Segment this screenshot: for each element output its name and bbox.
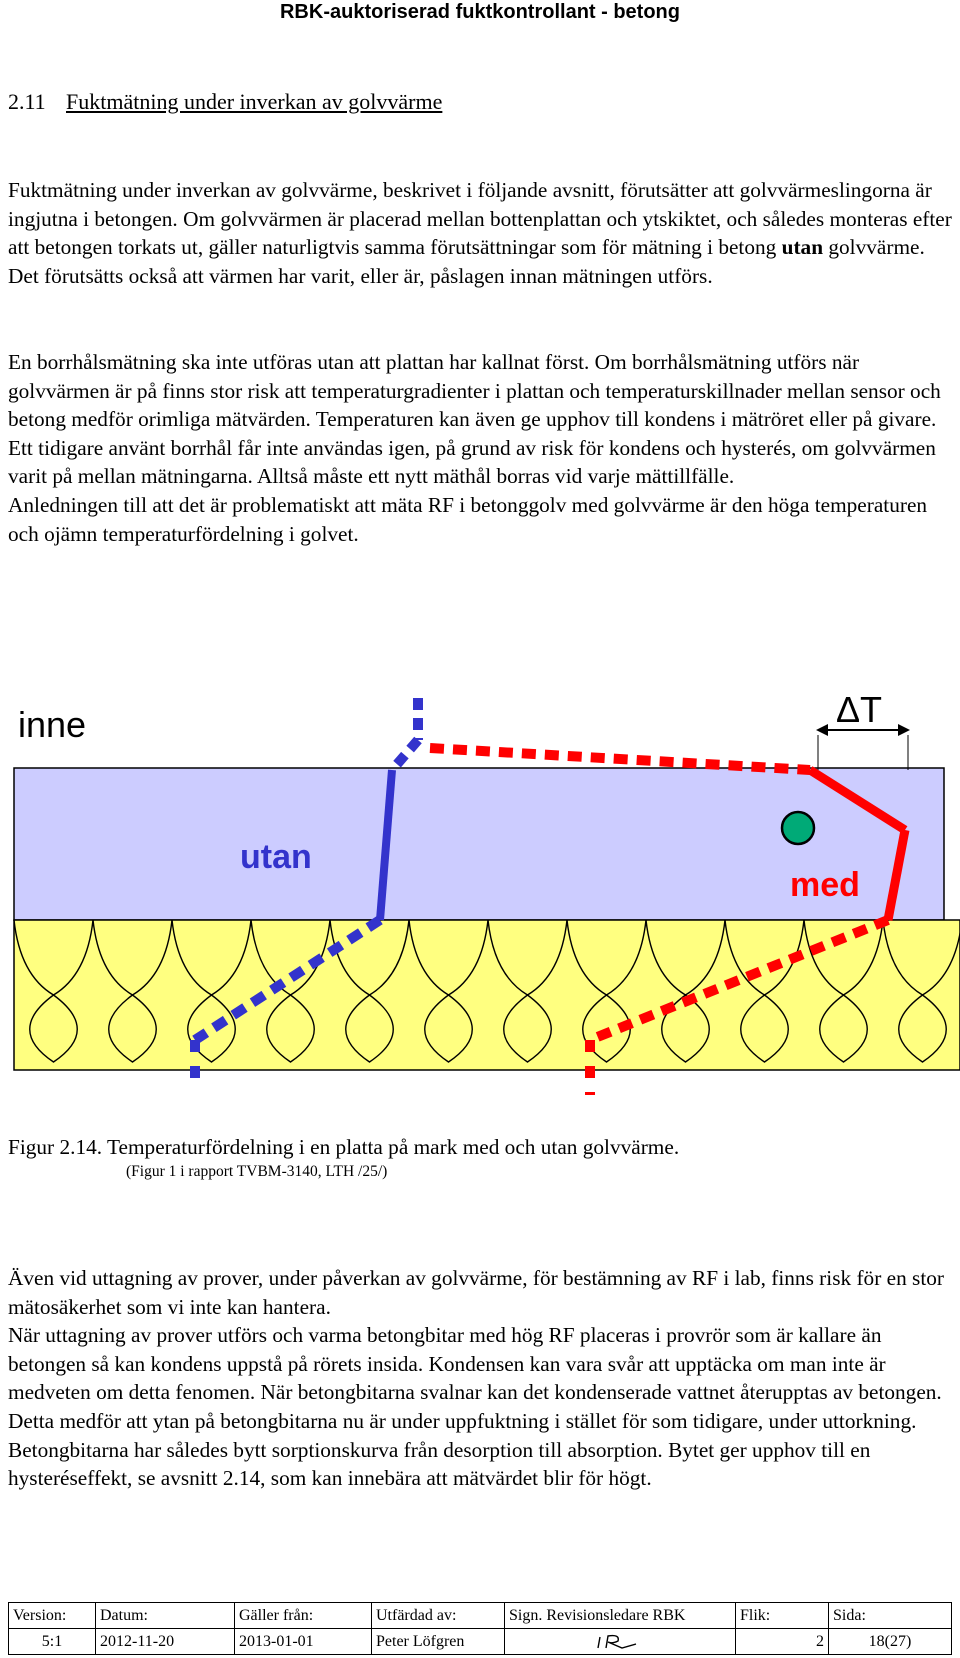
footer-header-signature: Sign. Revisionsledare RBK	[504, 1602, 736, 1629]
paragraph-sampling-line2: När uttagning av prover utförs och varma…	[8, 1323, 942, 1491]
insulation-loop	[408, 919, 489, 1063]
footer-header-page: Sida:	[828, 1602, 952, 1629]
insulation-loop	[92, 919, 173, 1063]
footer-header-tab: Flik:	[735, 1602, 829, 1629]
label-inne: inne	[18, 704, 86, 745]
med-temperature-line	[429, 743, 910, 1095]
section-number: 2.11	[8, 89, 46, 114]
signature-mark	[597, 1635, 637, 1650]
paragraph-intro-part-b: golvvärme. Det förutsätts också att värm…	[8, 235, 925, 288]
insulation-layer	[13, 919, 960, 1071]
footer-value-row: 5:1 2012-11-20 2013-01-01 Peter Löfgren …	[8, 1628, 952, 1655]
temperature-distribution-figure: inne utan med ΔT	[13, 689, 960, 1095]
insulation-loop	[13, 919, 94, 1063]
page-header: RBK-auktoriserad fuktkontrollant - beton…	[279, 1, 680, 23]
delta-t-arrow	[816, 724, 910, 770]
section-title: Fuktmätning under inverkan av golvvärme	[66, 89, 443, 114]
insulation-loop	[250, 919, 331, 1063]
footer-header-issued-by: Utfärdad av:	[371, 1602, 505, 1629]
paragraph-sampling: Även vid uttagning av prover, under påve…	[8, 1264, 958, 1493]
label-utan: utan	[240, 838, 312, 876]
utan-temperature-line	[190, 698, 423, 1090]
insulation-loop	[566, 919, 647, 1063]
figure-caption: Figur 2.14. Temperaturfördelning i en pl…	[8, 1135, 680, 1159]
footer-issued-by: Peter Löfgren	[371, 1628, 505, 1655]
paragraph-borehole-line2: Anledningen till att det är problematisk…	[8, 492, 928, 546]
insulation-loop	[171, 919, 252, 1063]
paragraph-intro-part-a: Fuktmätning under inverkan av golvvärme,…	[8, 178, 952, 260]
footer-version: 5:1	[8, 1628, 96, 1655]
insulation-loop	[803, 919, 884, 1063]
footer-header-version: Version:	[8, 1602, 96, 1629]
footer-header-date: Datum:	[95, 1602, 235, 1629]
paragraph-intro: Fuktmätning under inverkan av golvvärme,…	[8, 176, 958, 290]
label-delta-t: ΔT	[836, 689, 882, 730]
paragraph-sampling-line1: Även vid uttagning av prover, under påve…	[8, 1266, 944, 1319]
insulation-loop	[645, 919, 726, 1063]
label-med: med	[790, 866, 860, 904]
insulation-loop	[329, 919, 410, 1063]
footer-page: 18(27)	[828, 1628, 952, 1655]
footer-table: Version: Datum: Gäller från: Utfärdad av…	[8, 1602, 952, 1655]
figure-source: (Figur 1 i rapport TVBM-3140, LTH /25/)	[126, 1163, 388, 1180]
footer-header-valid-from: Gäller från:	[234, 1602, 372, 1629]
insulation-loop	[882, 919, 960, 1063]
footer-signature	[504, 1628, 736, 1655]
insulation-loop	[487, 919, 568, 1063]
paragraph-borehole-line1: En borrhålsmätning ska inte utföras utan…	[8, 350, 941, 489]
paragraph-borehole: En borrhålsmätning ska inte utföras utan…	[8, 348, 958, 548]
sensor-marker	[780, 810, 816, 846]
section-heading: 2.11 Fuktmätning under inverkan av golvvä…	[8, 88, 442, 116]
concrete-slab	[13, 767, 945, 921]
paragraph-intro-bold: utan	[781, 235, 824, 260]
footer-tab: 2	[735, 1628, 829, 1655]
footer-date: 2012-11-20	[95, 1628, 235, 1655]
footer-header-row: Version: Datum: Gäller från: Utfärdad av…	[8, 1602, 952, 1629]
insulation-loop	[724, 919, 805, 1063]
footer-valid-from: 2013-01-01	[234, 1628, 372, 1655]
